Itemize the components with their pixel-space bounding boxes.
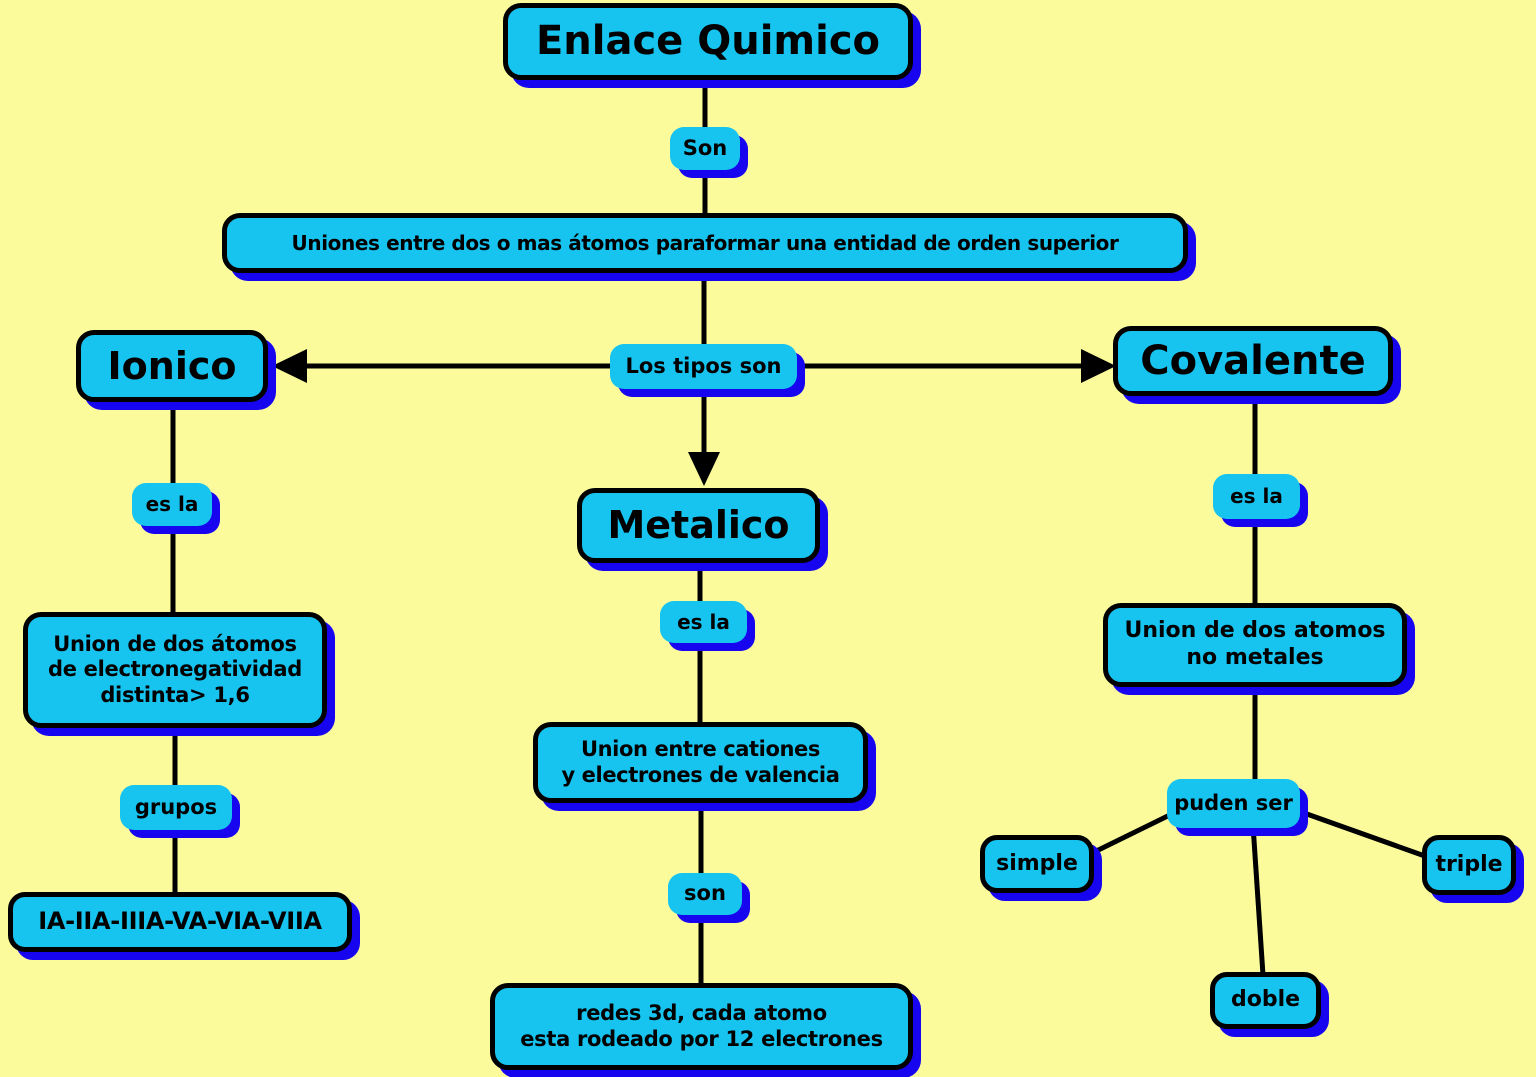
link-label-son-metalico: son (668, 873, 742, 915)
node-simple: simple (980, 835, 1094, 893)
node-definition-uniones: Uniones entre dos o mas átomos paraforma… (222, 213, 1188, 273)
node-covalente-definition: Union de dos atomos no metales (1103, 603, 1407, 687)
connector-tipos-to-metalico-arrow (688, 388, 720, 486)
node-metalico-detail: redes 3d, cada atomo esta rodeado por 12… (490, 983, 913, 1070)
link-label-puden-ser: puden ser (1167, 779, 1300, 828)
link-label-grupos: grupos (120, 785, 232, 830)
link-label-es-la-covalente: es la (1213, 474, 1300, 519)
link-label-es-la-ionico: es la (132, 483, 212, 526)
node-metalico-definition: Union entre cationes y electrones de val… (533, 722, 868, 803)
connector-tipos-to-covalente-arrow (790, 349, 1116, 383)
node-ionico: Ionico (76, 330, 268, 402)
node-ionico-definition: Union de dos átomos de electronegativida… (23, 612, 327, 728)
link-label-los-tipos-son: Los tipos son (610, 344, 797, 389)
node-doble: doble (1210, 972, 1321, 1029)
link-label-es-la-metalico: es la (660, 601, 747, 643)
node-covalente: Covalente (1113, 326, 1393, 396)
node-triple: triple (1422, 835, 1516, 895)
link-label-son: Son (670, 127, 740, 170)
node-enlace-quimico: Enlace Quimico (503, 3, 913, 80)
node-metalico: Metalico (577, 488, 820, 563)
node-ionico-groups: IA-IIA-IIIA-VA-VIA-VIIA (8, 892, 352, 952)
connector-tipos-to-ionico-arrow (272, 349, 620, 383)
